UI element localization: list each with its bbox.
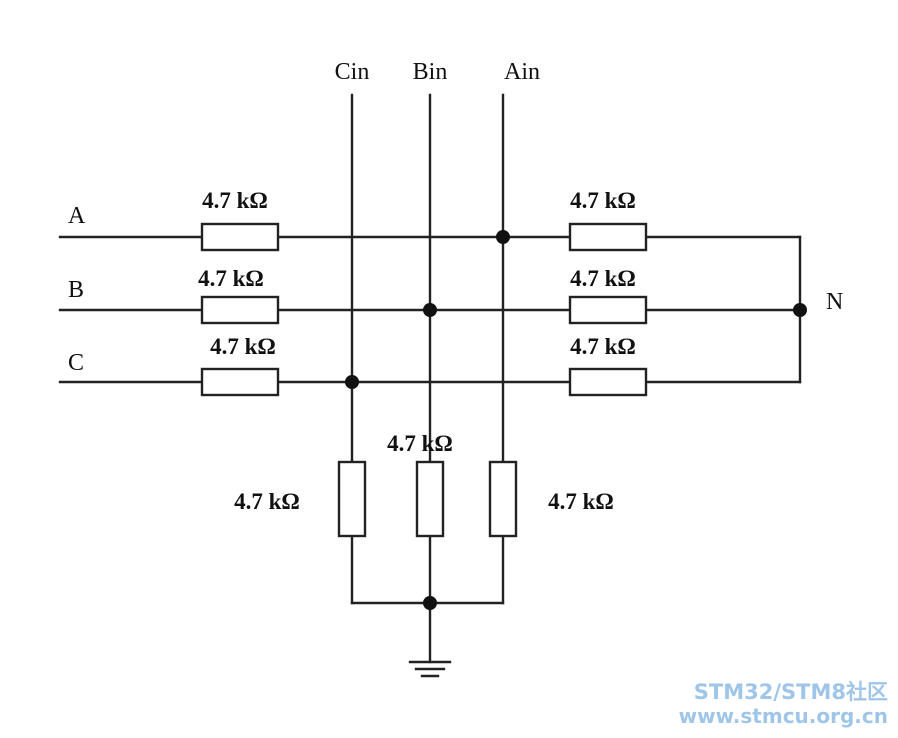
resistor-label-right-b: 4.7 kΩ <box>570 266 636 291</box>
label-cin: Cin <box>335 59 370 85</box>
resistor-label-left-b: 4.7 kΩ <box>198 266 264 291</box>
resistor-label-left-c: 4.7 kΩ <box>210 334 276 359</box>
watermark: STM32/STM8社区 www.stmcu.org.cn <box>679 680 888 728</box>
label-input-a: A <box>68 203 86 229</box>
resistor-label-vertical-bin: 4.7 kΩ <box>387 431 453 456</box>
junction-ground <box>423 596 437 610</box>
label-input-c: C <box>68 350 84 376</box>
resistor-left-a <box>200 222 280 252</box>
junction-a-ain <box>496 230 510 244</box>
resistor-right-b <box>568 295 648 325</box>
resistor-vertical-ain <box>488 460 518 538</box>
label-input-b: B <box>68 277 84 303</box>
label-ain: Ain <box>504 59 540 85</box>
resistor-vertical-cin <box>337 460 367 538</box>
resistor-label-vertical-ain: 4.7 kΩ <box>548 489 614 514</box>
junction-b-bin <box>423 303 437 317</box>
resistor-left-b <box>200 295 280 325</box>
ground-symbol <box>408 660 452 678</box>
resistor-left-c <box>200 367 280 397</box>
label-neutral: N <box>826 289 843 315</box>
resistor-right-a <box>568 222 648 252</box>
resistor-vertical-bin <box>415 460 445 538</box>
label-bin: Bin <box>413 59 448 85</box>
resistor-right-c <box>568 367 648 397</box>
junction-neutral <box>793 303 807 317</box>
resistor-label-right-a: 4.7 kΩ <box>570 188 636 213</box>
resistor-label-vertical-cin: 4.7 kΩ <box>234 489 300 514</box>
resistor-label-left-a: 4.7 kΩ <box>202 188 268 213</box>
junction-c-cin <box>345 375 359 389</box>
resistor-label-right-c: 4.7 kΩ <box>570 334 636 359</box>
watermark-line-2: www.stmcu.org.cn <box>678 704 888 728</box>
watermark-line-1: STM32/STM8社区 <box>693 680 888 704</box>
